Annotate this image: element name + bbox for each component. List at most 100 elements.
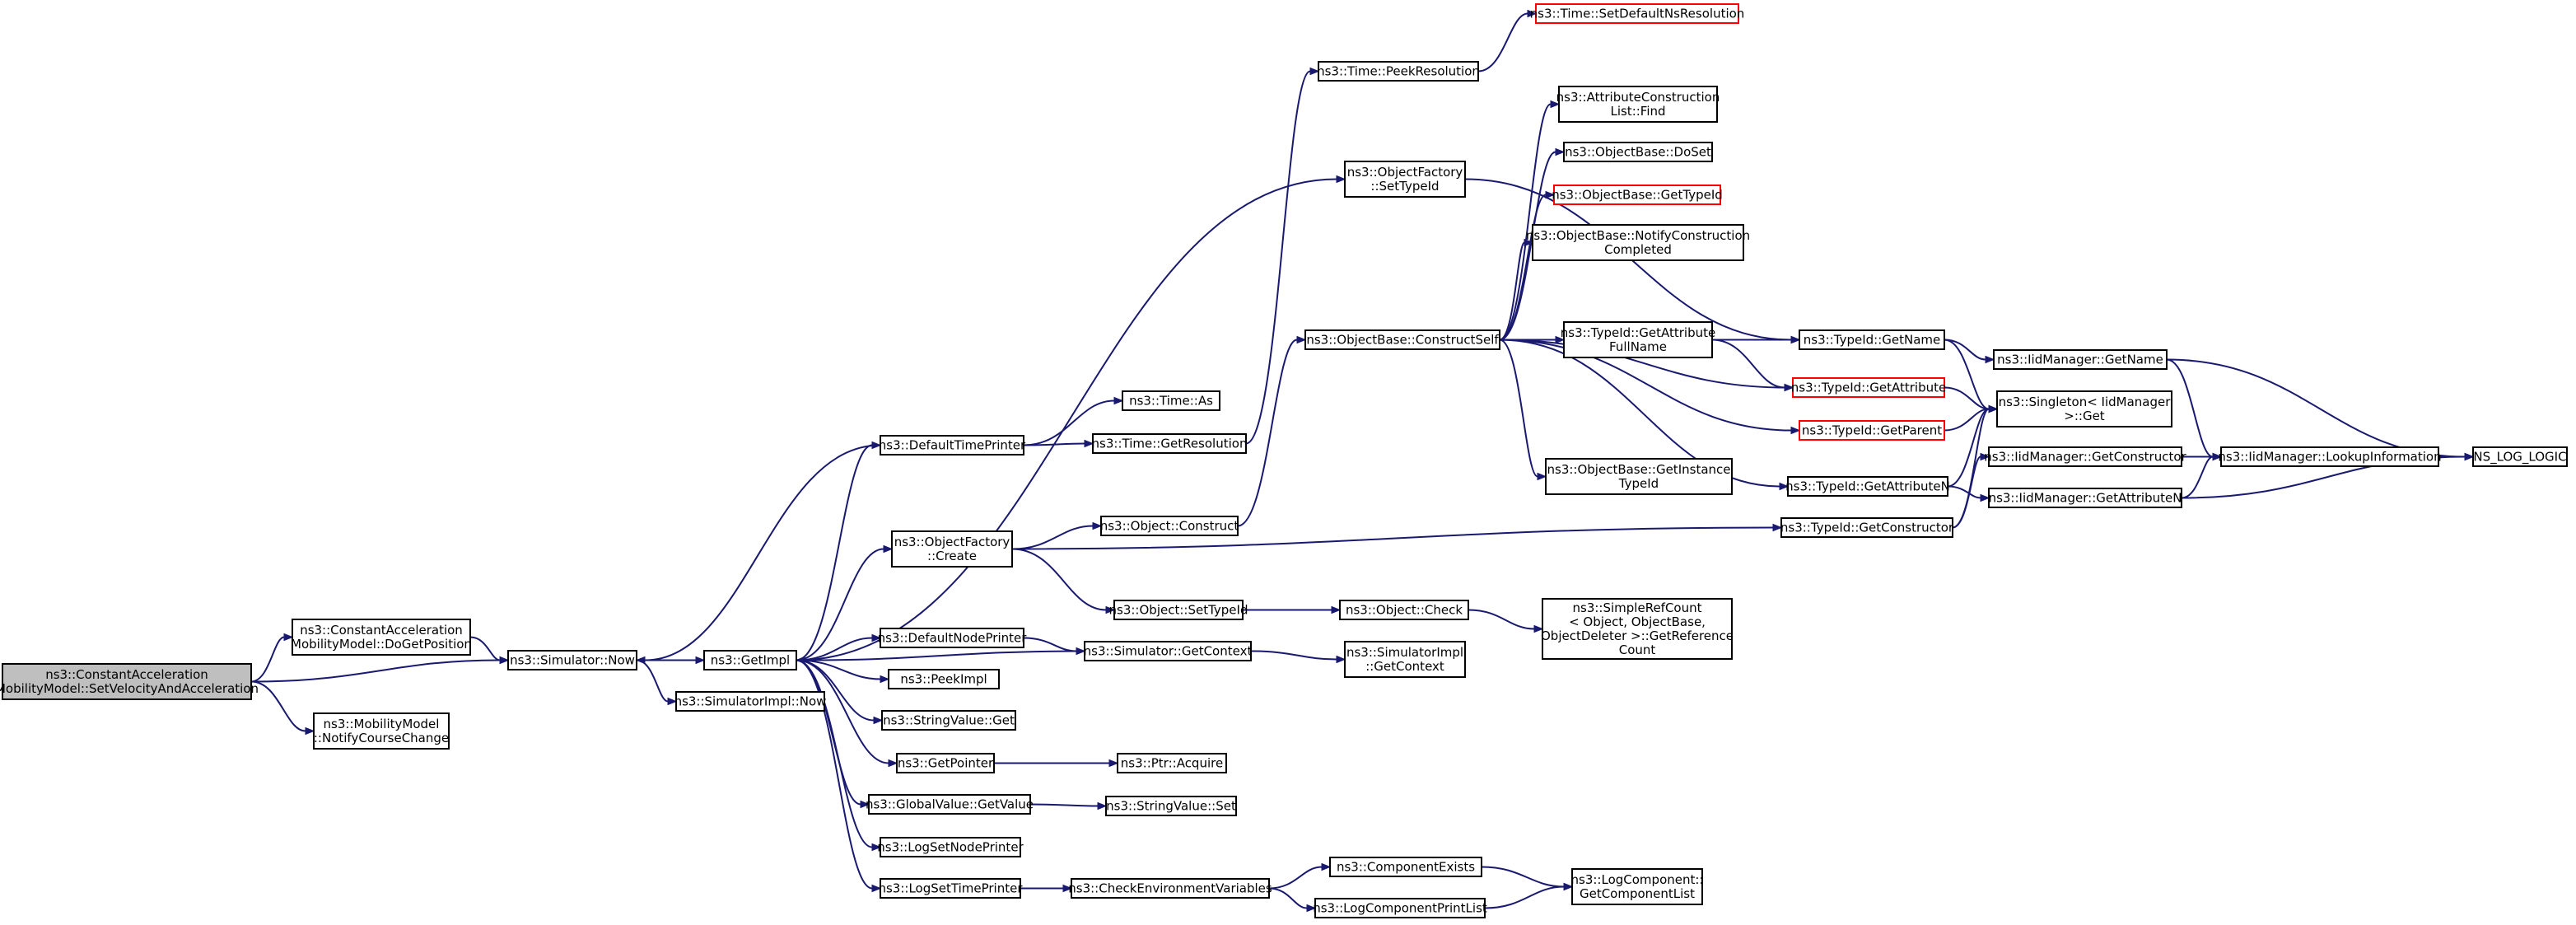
node-label: < Object, ObjectBase, [1569,614,1706,629]
node-typeIdGetAttribute[interactable]: ns3::TypeId::GetAttribute [1791,377,1946,398]
edge-iidGetAttributeN-to-iidLookupInformation [2181,452,2223,499]
node-label: ns3::Singleton< IidManager [1999,395,2172,409]
node-typeIdGetParent[interactable]: ns3::TypeId::GetParent [1799,420,1945,441]
node-label: ns3::ObjectFactory [1347,165,1463,180]
node-stringValueSet[interactable]: ns3::StringValue::Set [1105,796,1237,816]
node-defaultTimePrinter[interactable]: ns3::DefaultTimePrinter [879,435,1026,455]
edge-objFactoryCreate-to-objectConstruct [1011,521,1103,550]
node-simpleRefCount[interactable]: ns3::SimpleRefCount< Object, ObjectBase,… [1541,598,1734,660]
node-label: ns3::IidManager::GetName [1997,353,2163,367]
edge-logSetTimePrinter-to-checkEnvVars [1020,884,1073,893]
node-label: ns3::ConstantAcceleration [300,623,463,638]
edge-typeIdGetAttributeFullName-to-typeIdGetAttribute [1711,339,1794,392]
node-getPointer[interactable]: ns3::GetPointer [896,753,995,773]
edge-getImpl-to-defaultTimePrinter [796,441,882,661]
node-nsLogLogic[interactable]: NS_LOG_LOGIC [2472,446,2568,467]
edge-objectConstruct-to-objBaseConstructSelf [1237,335,1307,527]
node-label: MobilityModel::DoGetPosition [291,637,472,652]
edge-defaultNodePrinter-to-simGetContext [1023,637,1086,656]
node-timeAs[interactable]: ns3::Time::As [1122,390,1220,411]
node-label: ns3::PeekImpl [900,672,987,687]
edge-root-to-simNow [250,656,510,683]
node-iidGetAttributeN[interactable]: ns3::IidManager::GetAttributeN [1988,488,2182,508]
node-label: ns3::GlobalValue::GetValue [866,797,1034,812]
node-simImplNow[interactable]: ns3::SimulatorImpl::Now [674,691,827,712]
node-iidLookupInformation[interactable]: ns3::IidManager::LookupInformation [2218,446,2442,467]
node-label: ::GetContext [1365,659,1444,674]
node-simNow[interactable]: ns3::Simulator::Now [507,650,637,670]
node-label: ns3::ObjectBase::DoSet [1565,145,1711,160]
edge-iidGetName-to-nsLogLogic [2166,358,2475,461]
node-iidGetName[interactable]: ns3::IidManager::GetName [1993,349,2168,370]
edge-root-to-notifyCourseChange [250,680,315,736]
node-stringValueGet[interactable]: ns3::StringValue::Get [881,710,1016,731]
node-logComponentGetList[interactable]: ns3::LogComponent::GetComponentList [1571,868,1704,905]
node-label: ns3::TypeId::GetConstructor [1780,521,1954,535]
node-getImpl[interactable]: ns3::GetImpl [703,650,797,670]
node-label: ::SetTypeId [1370,179,1439,194]
edge-defaultTimePrinter-to-simNow [635,444,881,665]
node-componentExists[interactable]: ns3::ComponentExists [1329,857,1482,877]
node-objectConstruct[interactable]: ns3::Object::Construct [1100,516,1239,536]
node-label: ns3::ObjectBase::GetTypeId [1552,188,1723,203]
node-simGetContext[interactable]: ns3::Simulator::GetContext [1084,641,1253,661]
edge-timeGetResolution-to-timePeekResolution [1245,67,1320,445]
node-checkEnvVars[interactable]: ns3::CheckEnvironmentVariables [1068,878,1272,899]
edge-checkEnvVars-to-logComponentPrintList [1268,887,1317,913]
edge-globalValueGetValue-to-stringValueSet [1029,801,1108,811]
node-label: ns3::Object::Check [1346,603,1463,618]
node-logComponentPrintList[interactable]: ns3::LogComponentPrintList [1313,898,1487,918]
edge-typeIdGetAttributeFullName-to-typeIdGetName [1712,335,1801,344]
node-typeIdGetName[interactable]: ns3::TypeId::GetName [1799,329,1945,350]
node-objFactorySetTypeId[interactable]: ns3::ObjectFactory::SetTypeId [1344,161,1466,198]
edge-iidGetName-to-iidLookupInformation [2166,358,2223,461]
node-label: MobilityModel::SetVelocityAndAcceleratio… [0,681,259,696]
node-doGetPosition[interactable]: ns3::ConstantAccelerationMobilityModel::… [291,619,472,656]
node-objBaseDoSet[interactable]: ns3::ObjectBase::DoSet [1563,142,1713,162]
edge-getImpl-to-getPointer [796,659,898,768]
edge-objBaseConstructSelf-to-objBaseNotifyConstructionCompleted [1499,238,1534,341]
edge-root-to-doGetPosition [250,633,294,683]
node-typeIdGetConstructor[interactable]: ns3::TypeId::GetConstructor [1780,517,1954,538]
edge-getImpl-to-objFactorySetTypeId [796,175,1346,661]
node-timeSetDefaultNsResolution[interactable]: ns3::Time::SetDefaultNsResolution [1530,3,1745,24]
node-typeIdGetAttributeN[interactable]: ns3::TypeId::GetAttributeN [1785,476,1950,497]
node-timePeekResolution[interactable]: ns3::Time::PeekResolution [1317,61,1480,82]
node-notifyCourseChange[interactable]: ns3::MobilityModel::NotifyCourseChange [313,712,450,750]
node-label: FullName [1609,339,1667,354]
node-label: TypeId [1618,476,1659,491]
node-objectSetTypeId[interactable]: ns3::Object::SetTypeId [1109,600,1248,620]
node-label: ns3::AttributeConstruction [1556,90,1720,105]
node-timeGetResolution[interactable]: ns3::Time::GetResolution [1092,433,1248,454]
edge-getPointer-to-ptrAcquire [994,759,1119,768]
node-peekImpl[interactable]: ns3::PeekImpl [888,669,1000,689]
node-label: ns3::TypeId::GetParent [1802,423,1942,438]
node-logSetNodePrinter[interactable]: ns3::LogSetNodePrinter [877,837,1024,857]
node-objFactoryCreate[interactable]: ns3::ObjectFactory::Create [891,530,1013,568]
node-label: ns3::GetPointer [898,756,994,771]
node-label: ns3::GetImpl [711,653,790,668]
node-objBaseGetTypeId[interactable]: ns3::ObjectBase::GetTypeId [1552,185,1723,205]
node-label: ns3::StringValue::Set [1106,799,1236,814]
node-iidGetConstructor[interactable]: ns3::IidManager::GetConstructor [1984,446,2187,467]
node-label: ns3::CheckEnvironmentVariables [1068,881,1272,896]
node-label: ns3::IidManager::LookupInformation [2218,450,2441,465]
node-label: GetComponentList [1580,886,1695,901]
node-objectCheck[interactable]: ns3::Object::Check [1339,600,1469,620]
node-globalValueGetValue[interactable]: ns3::GlobalValue::GetValue [866,794,1034,815]
node-label: ns3::LogSetNodePrinter [877,840,1024,855]
node-simImplGetContext[interactable]: ns3::SimulatorImpl::GetContext [1344,641,1466,678]
node-singletonGet[interactable]: ns3::Singleton< IidManager>::Get [1996,390,2172,427]
node-objBaseNotifyConstructionCompleted[interactable]: ns3::ObjectBase::NotifyConstructionCompl… [1526,224,1750,261]
node-logSetTimePrinter[interactable]: ns3::LogSetTimePrinter [878,878,1023,899]
edge-getImpl-to-logSetTimePrinter [796,659,882,893]
node-objBaseConstructSelf[interactable]: ns3::ObjectBase::ConstructSelf [1304,329,1500,350]
node-defaultNodePrinter[interactable]: ns3::DefaultNodePrinter [878,628,1028,648]
node-ptrAcquire[interactable]: ns3::Ptr::Acquire [1117,753,1227,773]
node-label: ns3::IidManager::GetConstructor [1984,450,2186,465]
node-label: ns3::Simulator::Now [510,653,635,668]
edge-doGetPosition-to-simNow [469,636,510,665]
